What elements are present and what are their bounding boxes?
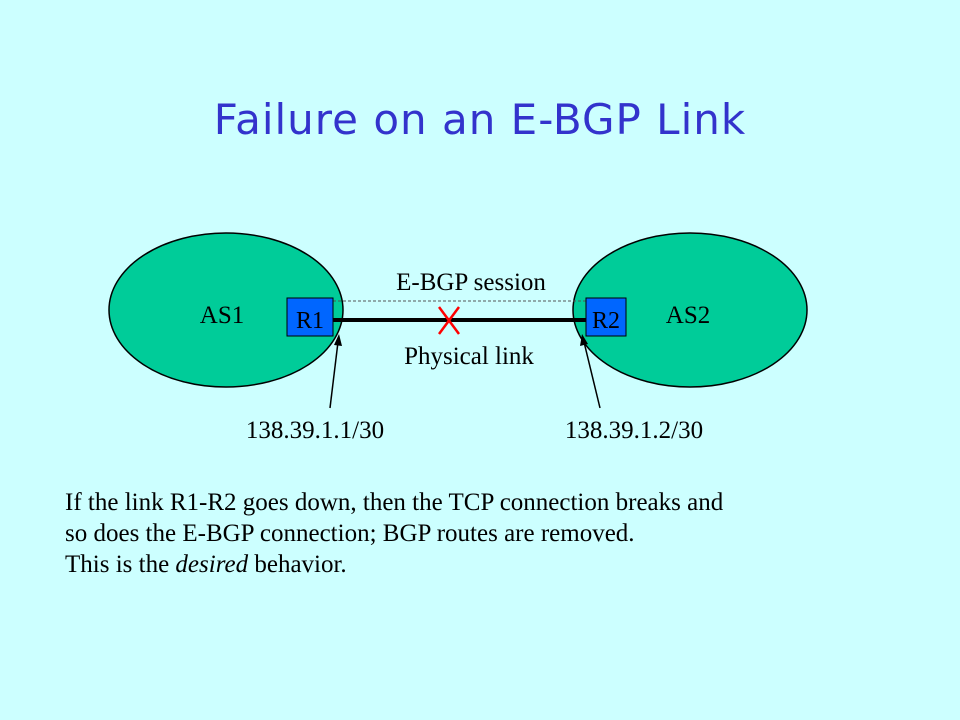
r2-ip-label: 138.39.1.2/30: [565, 417, 703, 444]
caption-line-3: This is the desired behavior.: [65, 549, 925, 580]
caption-line-1: If the link R1-R2 goes down, then the TC…: [65, 489, 724, 516]
r2-ip-arrow: [580, 334, 601, 409]
as2-label: AS2: [666, 302, 710, 329]
caption-line-3-post: behavior.: [248, 551, 347, 578]
failure-x-icon: [437, 306, 461, 335]
as2-ellipse: [572, 232, 808, 388]
router-r2: [585, 297, 627, 337]
caption-line-2: so does the E-BGP connection; BGP routes…: [65, 520, 635, 547]
caption-emphasis: desired: [175, 551, 249, 578]
caption: If the link R1-R2 goes down, then the TC…: [65, 487, 925, 580]
router-r1: [286, 297, 334, 337]
page-title: Failure on an E-BGP Link: [213, 95, 747, 144]
router-r2-label: R2: [592, 308, 620, 334]
r1-ip-label: 138.39.1.1/30: [246, 417, 384, 444]
r1-ip-arrow: [329, 334, 342, 409]
router-r1-label: R1: [296, 308, 324, 334]
as1-ellipse: [108, 232, 344, 388]
ebgp-session-label: E-BGP session: [396, 269, 546, 296]
physical-link-label: Physical link: [404, 343, 534, 370]
as1-label: AS1: [200, 302, 244, 329]
caption-line-3-pre: This is the: [65, 551, 176, 578]
